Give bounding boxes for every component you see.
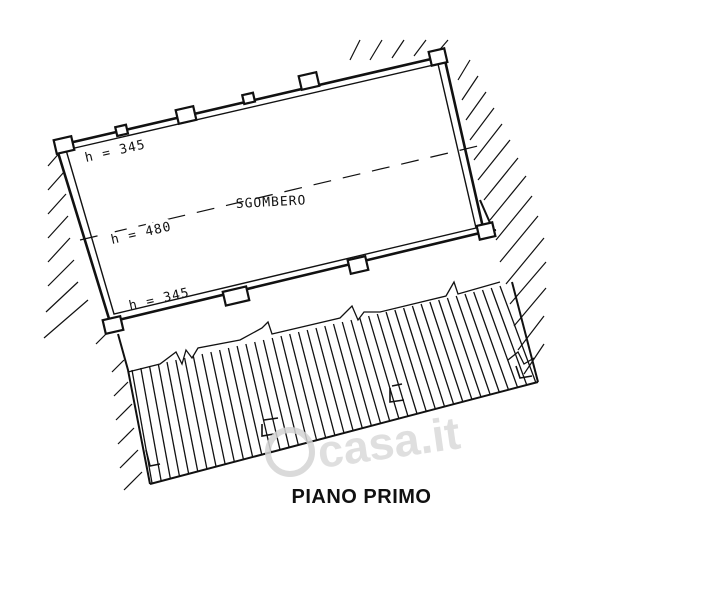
- roof-stripe: [245, 343, 272, 453]
- roof-stripe: [166, 361, 190, 474]
- roof-stripe: [315, 327, 345, 434]
- watermark-logo-icon: [265, 427, 315, 477]
- roof-stripe: [464, 293, 501, 393]
- hatched-adjacent-wall-right: [349, 39, 547, 375]
- height-label-middle-ink: h = 480: [110, 219, 174, 248]
- roof-stripe: [192, 355, 217, 467]
- room-name-label: SGOMBERO: [235, 193, 306, 212]
- roof-stripe: [341, 321, 373, 427]
- ridge-dashed-line: [79, 145, 479, 241]
- roof-stripe: [289, 333, 318, 441]
- roof-stripe: [490, 287, 528, 386]
- roof-stripe: [438, 299, 473, 400]
- roof-stripe: [280, 335, 309, 443]
- roof-stripe: [324, 325, 354, 431]
- roof-stripe: [429, 301, 464, 403]
- roof-stripe: [131, 369, 153, 484]
- watermark-text: casa.it: [314, 406, 463, 477]
- roof-stripe: [218, 349, 245, 460]
- room-labels: h = 345 SGOMBERO h = 480 h = 480 h = 345: [84, 137, 307, 314]
- roof-stripe: [385, 311, 418, 415]
- opening-marks: [145, 365, 533, 467]
- roof-stripe: [367, 315, 400, 419]
- roof-stripe: [420, 303, 455, 405]
- height-label-top: h = 345: [84, 137, 148, 166]
- roof-stripe-lines: [131, 285, 537, 484]
- roof-stripe: [499, 285, 537, 384]
- roof-stripe: [376, 313, 409, 417]
- hatched-adjacent-wall-left: [43, 149, 143, 491]
- roof-stripe: [183, 357, 208, 469]
- roof-stripe: [227, 347, 254, 457]
- floor-title: PIANO PRIMO: [291, 486, 432, 508]
- roof-stripe: [481, 289, 519, 389]
- roof-stripe: [148, 365, 171, 479]
- roof-stripe: [473, 291, 510, 391]
- wall-pillars: [52, 47, 497, 336]
- roof-stripe: [140, 367, 162, 481]
- roof-stripe: [402, 307, 437, 410]
- room-walls: [54, 54, 497, 324]
- roof-stripe: [271, 337, 299, 446]
- roof-stripe: [236, 345, 263, 455]
- roof-stripe: [157, 363, 181, 477]
- roof-stripe: [306, 329, 336, 436]
- roof-stripe: [446, 297, 482, 398]
- roof-stripe: [359, 317, 391, 422]
- roof-stripe: [210, 351, 235, 462]
- break-lines: [127, 280, 535, 373]
- roof-stripe: [350, 319, 382, 424]
- roof-stripe: [297, 331, 327, 438]
- roof-stripe: [394, 309, 427, 412]
- roof-stripe: [201, 353, 226, 465]
- roof-stripe: [332, 323, 363, 429]
- roof-stripe: [455, 295, 491, 396]
- roof-stripe: [175, 359, 199, 472]
- roof-stripe: [411, 305, 446, 407]
